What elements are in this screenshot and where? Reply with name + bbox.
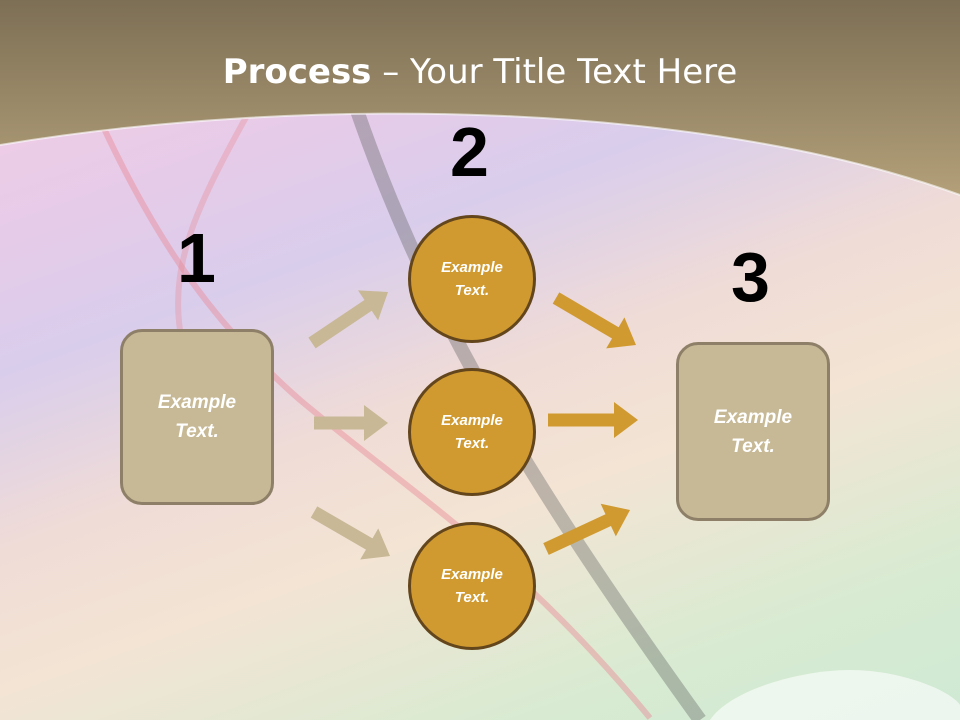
arrow-to-circle-2 bbox=[314, 405, 388, 441]
page-title: Process – Your Title Text Here bbox=[222, 52, 738, 92]
step-2-circle-3: Example Text. bbox=[408, 522, 536, 650]
arrow-to-circle-1 bbox=[308, 290, 388, 349]
step-number-1: 1 bbox=[177, 219, 216, 297]
step-2-circle-2: Example Text. bbox=[408, 368, 536, 496]
step-2-circle-1: Example Text. bbox=[408, 215, 536, 343]
step-number-3: 3 bbox=[731, 238, 770, 316]
arrow-to-circle-3 bbox=[310, 506, 390, 560]
title-banner bbox=[0, 0, 960, 196]
arrow-from-circle-3 bbox=[543, 503, 630, 555]
step-1-box: Example Text. bbox=[120, 329, 274, 505]
step-3-box: Example Text. bbox=[676, 342, 830, 521]
step-number-2: 2 bbox=[450, 113, 489, 191]
arrow-from-circle-1 bbox=[552, 292, 636, 349]
arrow-from-circle-2 bbox=[548, 402, 638, 438]
